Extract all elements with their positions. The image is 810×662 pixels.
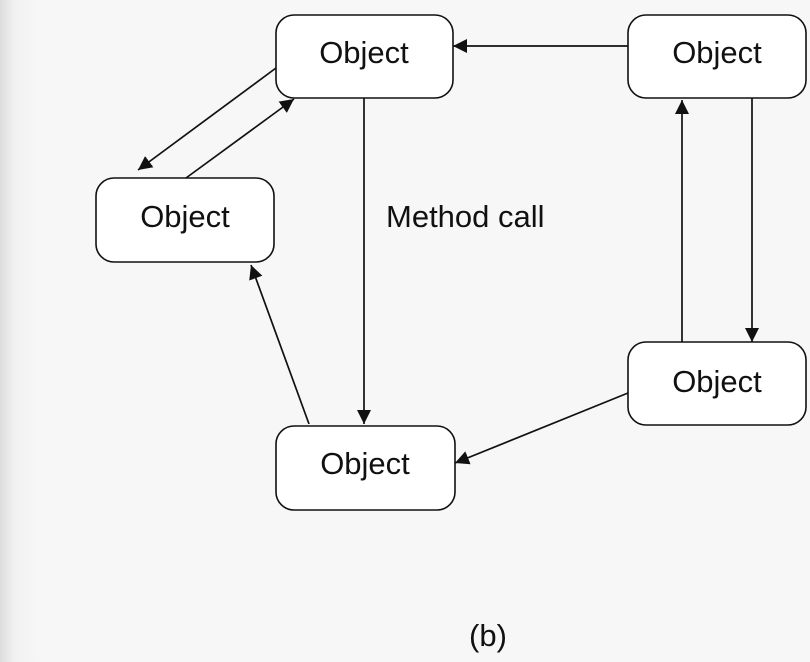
object-label: Object xyxy=(319,35,409,70)
edge-left-to-top-center xyxy=(185,98,295,179)
edge-bottom-right-to-bottom-center xyxy=(454,392,629,465)
edge-bottom-center-to-left xyxy=(249,264,310,425)
object-label: Object xyxy=(672,364,762,399)
object-label: Object xyxy=(672,35,762,70)
object-node-bottom-right: Object xyxy=(627,341,807,426)
object-node-top-center: Object xyxy=(275,14,454,99)
object-label: Object xyxy=(320,446,410,481)
figure-caption: (b) xyxy=(469,618,507,653)
method-call-label: Method call xyxy=(386,199,545,234)
object-label: Object xyxy=(140,199,230,234)
edge-top-center-to-left xyxy=(137,67,277,171)
object-node-left: Object xyxy=(95,177,275,263)
object-node-top-right: Object xyxy=(627,14,807,99)
object-node-bottom-center: Object xyxy=(275,425,456,511)
